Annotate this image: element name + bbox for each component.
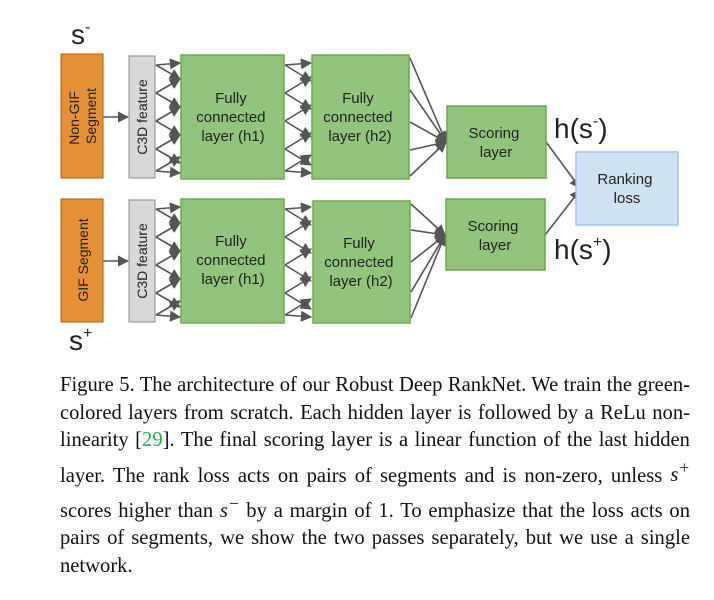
feature-to-h1-arrow xyxy=(155,148,181,164)
h2-to-scoring-arrow xyxy=(410,234,446,293)
architecture-diagram: s- Non-GIF Segment C3D feature Fully con… xyxy=(60,19,679,356)
caption-lead: Figure 5. The architecture of our Robust… xyxy=(60,374,690,451)
bottom-scoring-label: Scoring layer xyxy=(467,218,522,254)
bottom-c3d-feature-label: C3D feature xyxy=(134,223,150,299)
top-scoring-box xyxy=(446,105,547,179)
feature-to-h1-arrow xyxy=(155,92,181,108)
feature-to-h1-arrow xyxy=(155,264,181,280)
bottom-h1-label: Fully connected layer (h1) xyxy=(196,233,269,288)
h1-to-h2-arrow xyxy=(284,298,312,316)
feature-to-h1-arrow xyxy=(155,222,181,238)
connection-arrows xyxy=(103,57,581,322)
top-h2-label: Fully connected layer (h2) xyxy=(323,90,396,145)
feature-to-h1-arrow xyxy=(155,156,181,172)
h1-to-h2-arrow xyxy=(284,58,313,70)
top-output-label: h(s-) xyxy=(554,113,608,144)
h1-to-h2-arrow xyxy=(284,132,312,150)
top-h1-label: Fully connected layer (h1) xyxy=(196,90,269,145)
feature-to-h1-arrow xyxy=(155,58,182,70)
feature-to-h1-arrow xyxy=(155,78,181,94)
h1-to-h2-arrow xyxy=(284,104,312,122)
top-h2-box xyxy=(311,54,410,180)
feature-to-h1-arrow xyxy=(155,292,181,308)
top-h1-box xyxy=(180,54,285,180)
top-scoring-label: Scoring layer xyxy=(468,125,523,161)
feature-to-h1-arrow xyxy=(155,236,181,252)
h1-to-h2-arrow xyxy=(284,220,312,238)
s-minus-symbol: s− xyxy=(219,493,240,522)
h1-to-h2-arrow xyxy=(284,154,312,172)
feature-to-h1-arrow xyxy=(155,208,181,224)
h1-to-h2-arrow xyxy=(284,76,312,94)
h2-to-scoring-arrow xyxy=(409,57,448,144)
h2-to-scoring-arrow xyxy=(410,233,447,319)
ranking-loss-box xyxy=(575,151,679,226)
feature-to-h1-arrow xyxy=(155,64,181,80)
h1-to-h2-arrow xyxy=(284,310,313,322)
bottom-segment-box xyxy=(60,198,104,323)
caption-mid: ]. The final scoring layer is a linear f… xyxy=(60,429,690,487)
top-input-symbol: s- xyxy=(71,19,90,50)
feature-to-h1-arrow xyxy=(155,120,181,136)
feature-to-h1-arrow xyxy=(155,166,182,178)
h2-to-scoring-arrow xyxy=(409,89,447,143)
feature-to-h1-arrow xyxy=(155,134,181,150)
feature-to-h1-arrow xyxy=(155,106,181,122)
citation-link[interactable]: 29 xyxy=(142,429,163,451)
bottom-c3d-feature-box xyxy=(128,199,156,323)
scoring-to-ranking-arrow xyxy=(545,141,581,189)
bottom-scoring-box xyxy=(445,198,546,271)
bottom-h1-box xyxy=(180,198,285,324)
h1-to-h2-arrow xyxy=(284,166,313,178)
top-c3d-feature-label: C3D feature xyxy=(134,79,150,155)
bottom-segment-label: GIF Segment xyxy=(75,218,91,301)
feature-to-h1-arrow xyxy=(155,300,181,316)
ranking-loss-label: Ranking loss xyxy=(597,171,656,207)
feature-to-h1-arrow xyxy=(155,278,181,294)
top-segment-box xyxy=(60,53,104,179)
bottom-h2-label: Fully connected layer (h2) xyxy=(324,235,397,290)
feature-to-h1-arrow xyxy=(155,310,182,322)
s-plus-symbol: s+ xyxy=(670,458,690,487)
feature-to-h1-arrow xyxy=(155,202,182,214)
top-c3d-feature-box xyxy=(128,55,156,179)
bottom-input-symbol: s+ xyxy=(69,325,92,356)
scoring-to-ranking-arrow xyxy=(544,189,581,236)
h2-to-scoring-arrow xyxy=(409,141,447,177)
bottom-h2-box xyxy=(312,200,411,324)
bottom-output-label: h(s+) xyxy=(554,234,612,265)
h1-to-h2-arrow xyxy=(284,276,312,294)
feature-to-h1-arrow xyxy=(155,250,181,266)
figure-caption: Figure 5. The architecture of our Robust… xyxy=(60,372,690,580)
top-segment-label: Non-GIF Segment xyxy=(66,87,99,145)
caption-mid2: scores higher than xyxy=(60,499,220,522)
h1-to-h2-arrow xyxy=(284,248,312,266)
h2-to-scoring-arrow xyxy=(409,121,447,143)
caption-tail: by a margin of 1. To emphasize that the … xyxy=(60,499,691,577)
h1-to-h2-arrow xyxy=(284,202,313,214)
